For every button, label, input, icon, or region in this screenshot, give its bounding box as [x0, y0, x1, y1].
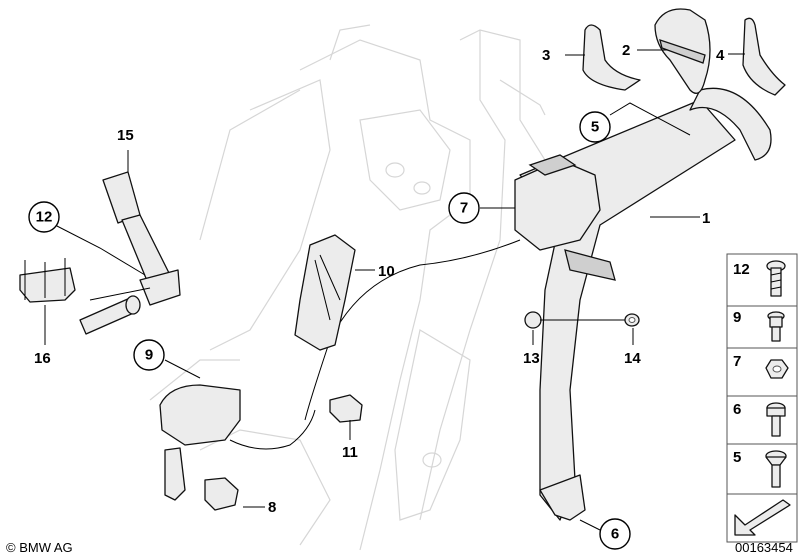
- svg-text:7: 7: [460, 200, 468, 217]
- cable-clip: [329, 394, 363, 423]
- callout-16: 16: [34, 350, 51, 367]
- trim-cover-4: [742, 17, 786, 96]
- callout-13: 13: [523, 350, 540, 367]
- belt-guide-2: [654, 8, 711, 94]
- legend-label-7: 7: [733, 353, 741, 370]
- arrow-icon: [734, 499, 791, 536]
- callout-11: 11: [342, 444, 358, 461]
- legend-label-6: 6: [733, 401, 741, 418]
- callout-1: 1: [702, 210, 710, 227]
- legend-label-9: 9: [733, 309, 741, 326]
- callout-12: 12: [28, 201, 60, 233]
- screw-countersunk-icon: [765, 450, 787, 488]
- cap-13: [524, 311, 542, 329]
- callout-7: 7: [448, 192, 480, 224]
- trim-cover-3: [582, 24, 641, 91]
- callout-2: 2: [622, 42, 630, 59]
- callout-5: 5: [579, 111, 611, 143]
- legend-label-12: 12: [733, 261, 750, 278]
- copyright-text: © BMW AG: [6, 540, 73, 555]
- mounting-bracket: [19, 258, 76, 303]
- svg-text:6: 6: [611, 526, 619, 543]
- fastener-legend: 12 9 7 6 5: [726, 253, 798, 543]
- leader-lines: [44, 49, 745, 531]
- callout-4: 4: [716, 47, 725, 64]
- legend-label-5: 5: [733, 449, 741, 466]
- hex-nut-icon: [765, 359, 789, 379]
- callout-14: 14: [624, 350, 641, 367]
- callout-3: 3: [542, 47, 550, 64]
- callout-9: 9: [133, 339, 165, 371]
- belt-buckle: [79, 171, 181, 335]
- callout-10: 10: [378, 263, 395, 280]
- belt-retractor: [304, 154, 601, 421]
- bolt-collar-icon: [766, 402, 786, 437]
- callout-8: 8: [268, 499, 276, 516]
- washer-14: [624, 313, 640, 327]
- bracket-plate: [294, 234, 356, 351]
- svg-text:9: 9: [145, 347, 153, 364]
- seat-frame-background: [149, 24, 546, 551]
- svg-text:5: 5: [591, 119, 599, 136]
- callout-6: 6: [599, 518, 631, 550]
- pretensioner-unit: [159, 384, 316, 501]
- bolt-torx-icon: [767, 311, 785, 342]
- bolt-hex-flange-icon: [766, 260, 786, 297]
- svg-text:12: 12: [36, 209, 53, 226]
- callout-15: 15: [117, 127, 134, 144]
- part-number-text: 00163454: [735, 540, 793, 555]
- connector-8: [204, 477, 239, 511]
